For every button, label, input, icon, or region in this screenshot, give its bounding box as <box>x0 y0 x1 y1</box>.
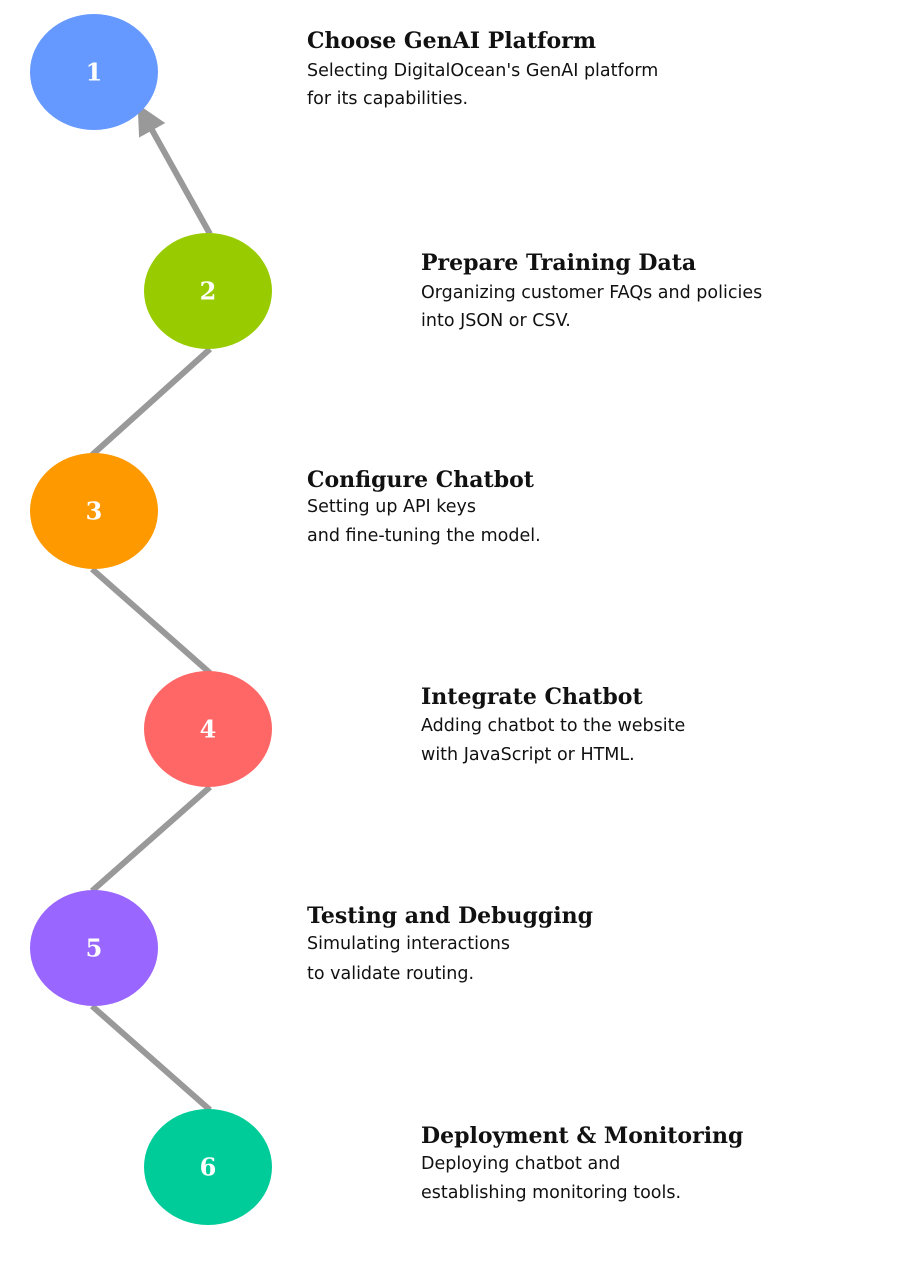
step-6-node: 6 <box>144 1109 272 1225</box>
step-4-description-line-2: with JavaScript or HTML. <box>421 745 635 765</box>
step-2-description-line-2: into JSON or CSV. <box>421 311 571 331</box>
connector-group <box>89 104 213 1113</box>
step-5-description-line-2: to validate routing. <box>307 964 475 984</box>
step-2-node: 2 <box>144 233 272 349</box>
step-3-node: 3 <box>30 453 158 569</box>
step-1-title: Choose GenAI Platform <box>307 28 597 54</box>
step-5-title: Testing and Debugging <box>307 903 594 929</box>
step-5-number: 5 <box>86 934 103 963</box>
step-6-description-line-2: establishing monitoring tools. <box>421 1183 682 1203</box>
step-3-description-line-1: Setting up API keys <box>307 497 476 517</box>
step-1-node: 1 <box>30 14 158 130</box>
step-5-circle <box>30 890 158 1006</box>
step-1-description-line-1: Selecting DigitalOcean's GenAI platform <box>307 61 659 81</box>
step-5-description-line-1: Simulating interactions <box>307 934 510 954</box>
step-1-number: 1 <box>86 58 103 87</box>
step-2-number: 2 <box>200 277 217 306</box>
step-3-description-line-2: and fine-tuning the model. <box>307 526 541 546</box>
step-1-description-line-2: for its capabilities. <box>307 89 469 109</box>
step-6-number: 6 <box>200 1153 217 1182</box>
step-2-title: Prepare Training Data <box>421 250 697 276</box>
connector-3-4 <box>90 566 212 676</box>
step-4-number: 4 <box>200 715 217 744</box>
step-6-description-line-1: Deploying chatbot and <box>421 1154 621 1174</box>
step-5-node: 5 <box>30 890 158 1006</box>
step-1-circle <box>30 14 158 130</box>
step-3-title: Configure Chatbot <box>307 467 534 493</box>
step-2-circle <box>144 233 272 349</box>
connector-5-6 <box>90 1003 212 1113</box>
step-4-node: 4 <box>144 671 272 787</box>
connector-1-2 <box>137 104 213 236</box>
connector-4-5 <box>90 784 212 894</box>
step-2-description-line-1: Organizing customer FAQs and policies <box>421 283 763 303</box>
step-6-circle <box>144 1109 272 1225</box>
step-4-circle <box>144 671 272 787</box>
connector-2-3 <box>89 346 213 458</box>
step-6-title: Deployment & Monitoring <box>421 1123 744 1149</box>
step-3-number: 3 <box>86 497 103 526</box>
step-4-description-line-1: Adding chatbot to the website <box>421 716 686 736</box>
step-3-circle <box>30 453 158 569</box>
step-4-title: Integrate Chatbot <box>421 684 643 710</box>
